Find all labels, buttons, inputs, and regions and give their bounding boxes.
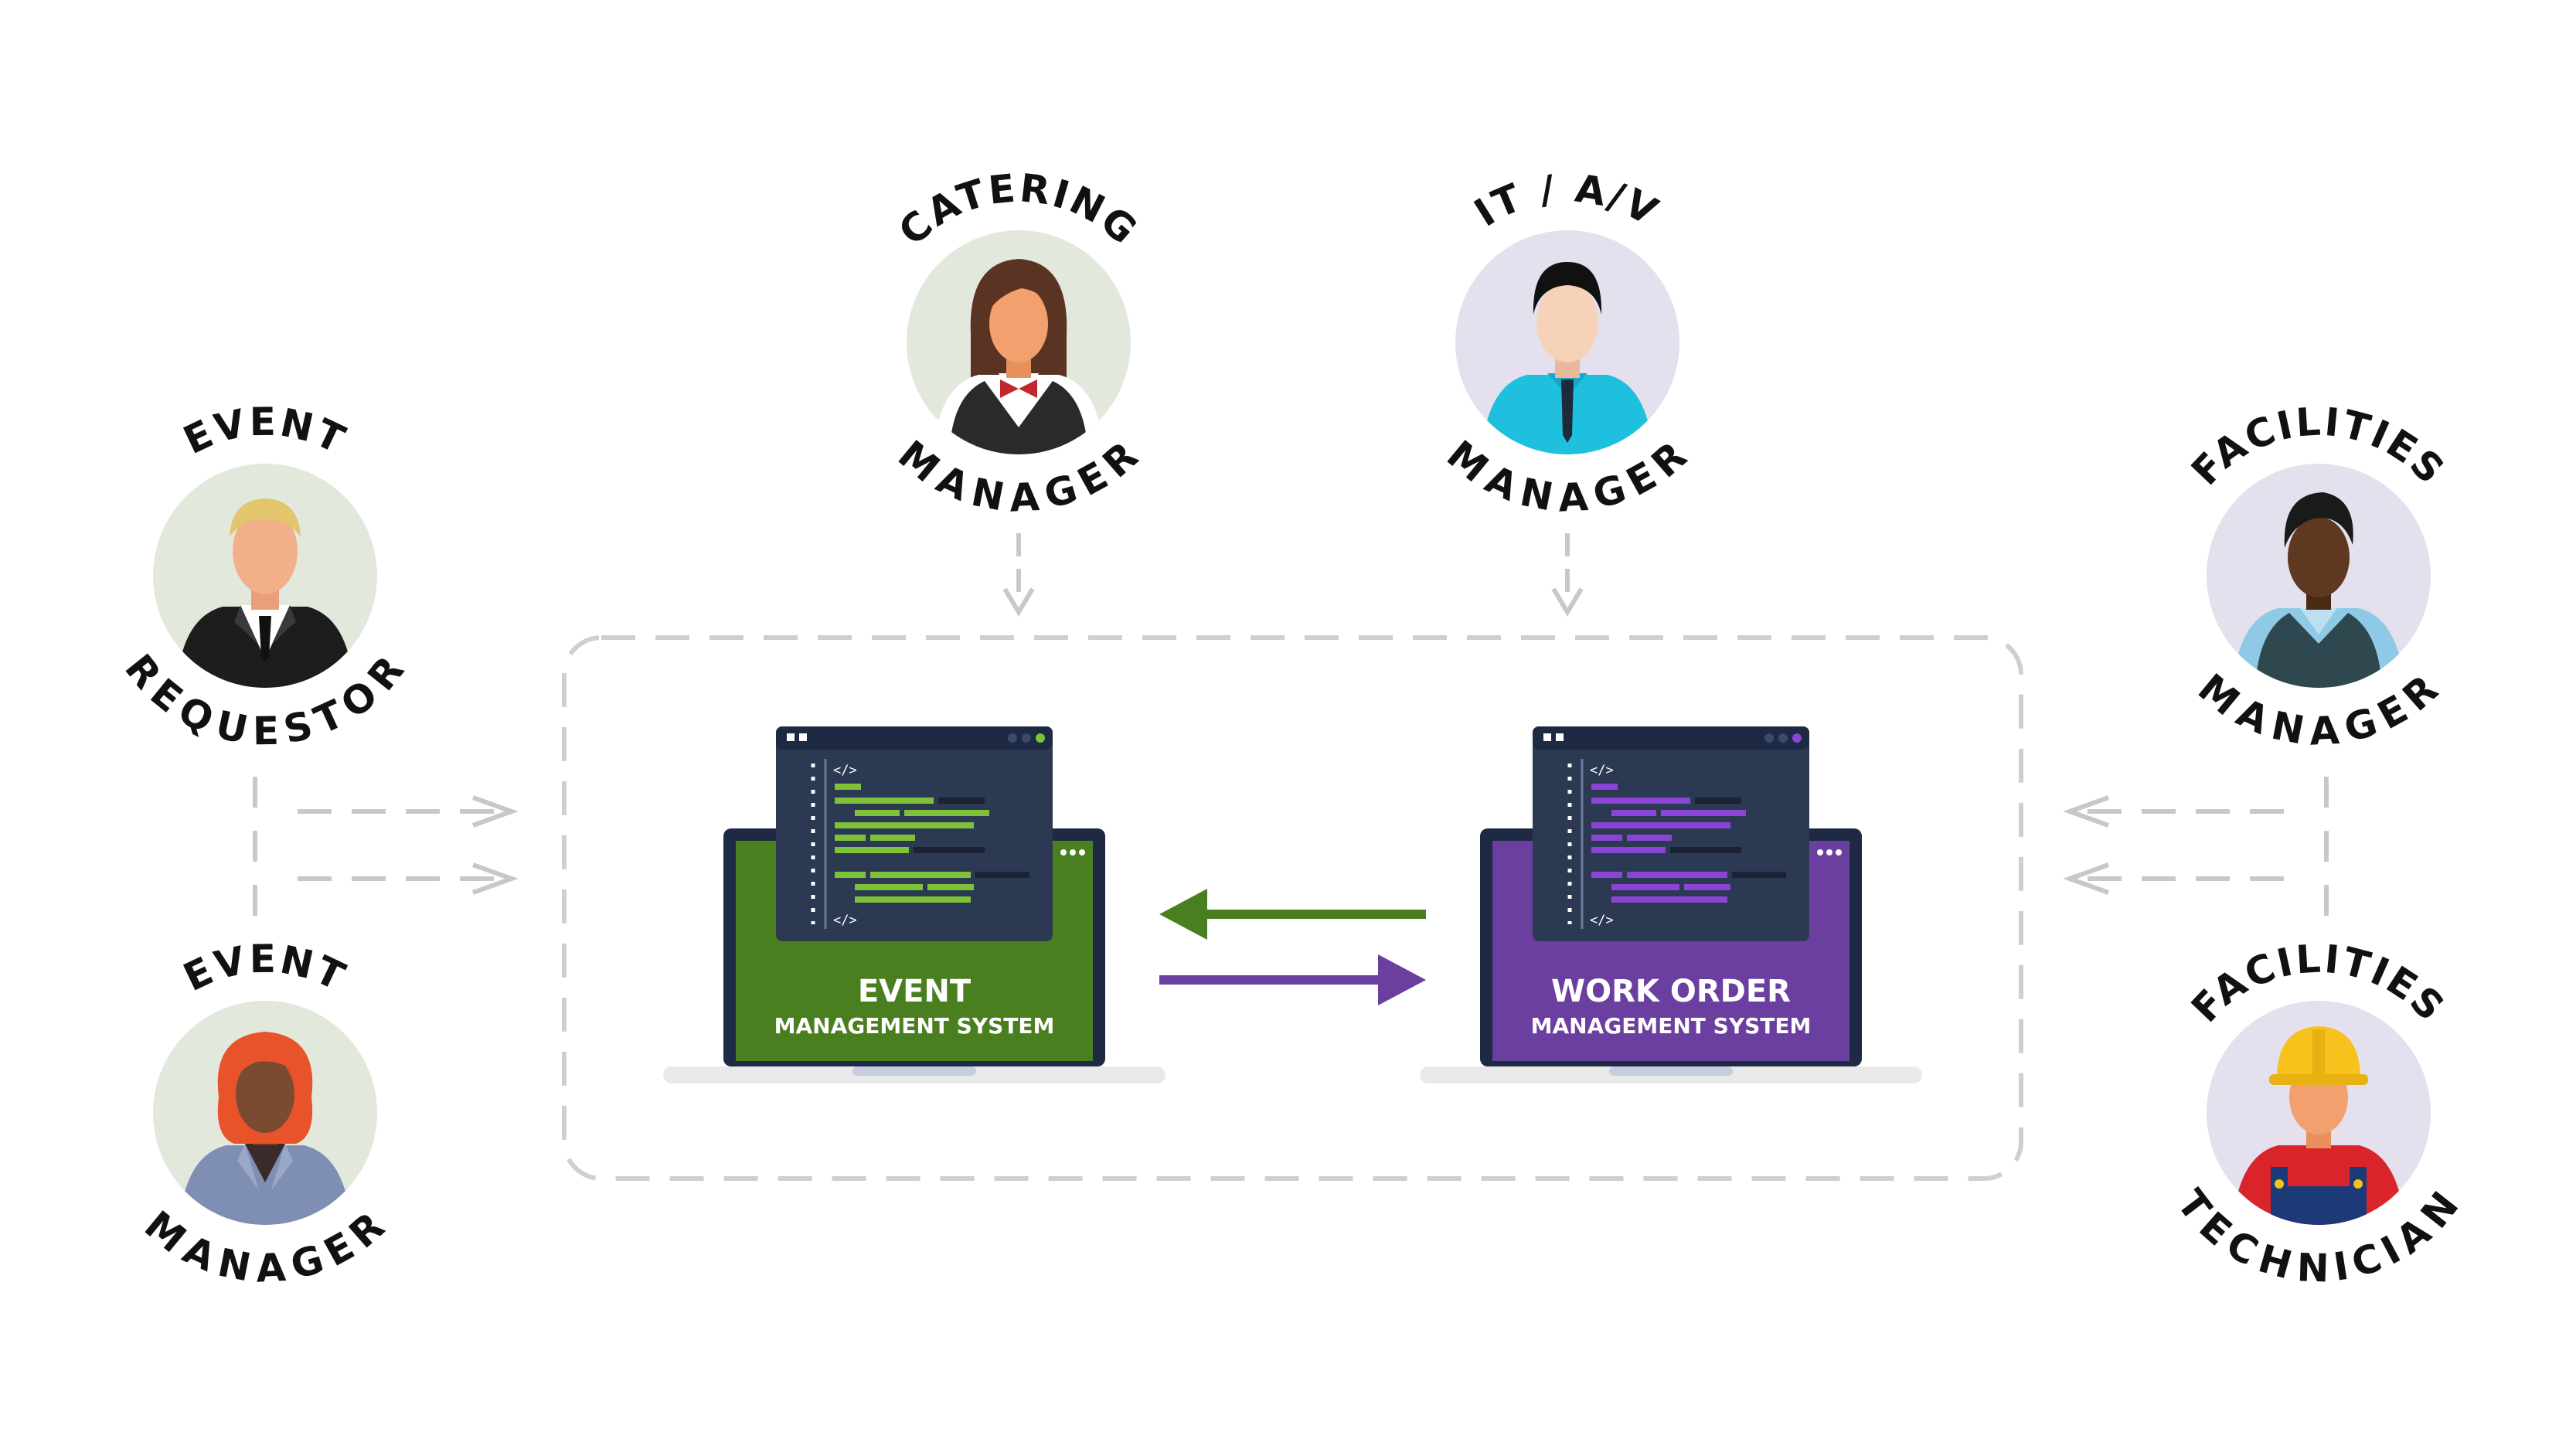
event-system-subtitle: MANAGEMENT SYSTEM (774, 1013, 1055, 1039)
workorder-system-title: WORK ORDER (1551, 974, 1791, 1009)
right-connectors (2063, 777, 2329, 920)
catering-connector (1002, 533, 1035, 617)
workorder-system-subtitle: MANAGEMENT SYSTEM (1531, 1013, 1812, 1039)
role-label-top: EVENT (177, 937, 354, 1000)
role-catering-manager: CATERING MANAGER (890, 165, 1145, 521)
code-window (776, 726, 1053, 941)
system-boundary (562, 635, 2023, 1181)
sync-arrow-to-event (1159, 889, 1426, 940)
sync-arrow-to-workorder (1159, 954, 1426, 1005)
code-tag-top: </> (833, 763, 857, 778)
role-label-top: IT / A/V (1467, 166, 1667, 236)
workorder-management-laptop: </> </> WORK ORDER MANAGEMENT SYSTEM (1420, 726, 1922, 1083)
facilities-man-avatar-icon (2232, 492, 2405, 688)
role-itav-manager: IT / A/V MANAGER (1438, 166, 1694, 521)
itav-connector (1551, 533, 1584, 617)
laptop-hinge (1609, 1066, 1733, 1076)
it-worker-avatar-icon (1481, 262, 1654, 454)
role-event-requestor: EVENT REQUESTOR (116, 400, 412, 753)
businessman-avatar-icon (176, 498, 354, 688)
hardhat-technician-avatar-icon (2232, 1026, 2405, 1225)
event-system-title: EVENT (858, 974, 972, 1009)
code-tag-top: </> (1590, 763, 1614, 778)
event-code-lines (835, 784, 1029, 903)
code-tag-bottom: </> (1590, 913, 1614, 928)
event-management-laptop: </> </> EVENT MANAGEMENT SYSTEM (663, 726, 1165, 1083)
laptop-hinge (852, 1066, 976, 1076)
role-facilities-technician: FACILITIES TECHNICIAN (2168, 936, 2466, 1291)
waitress-avatar-icon (932, 259, 1105, 454)
code-window (1533, 726, 1809, 941)
role-facilities-manager: FACILITIES MANAGER (2183, 399, 2452, 753)
workorder-code-lines (1591, 784, 1786, 903)
redhead-woman-avatar-icon (179, 1032, 352, 1225)
role-event-manager: EVENT MANAGER (136, 937, 392, 1291)
role-label-top: EVENT (177, 400, 354, 463)
left-connectors (253, 777, 519, 920)
code-tag-bottom: </> (833, 913, 857, 928)
